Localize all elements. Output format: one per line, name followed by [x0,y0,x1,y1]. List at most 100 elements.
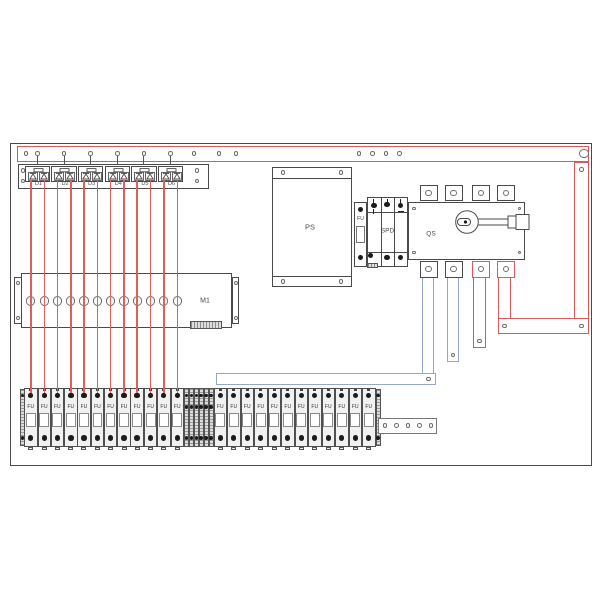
fuse-terminal-foot [108,447,114,450]
qs-terminal-hole [502,189,510,196]
fuse-terminal-foot [312,447,318,450]
busbar-hole [450,352,456,358]
ground-terminal-dot [189,405,193,409]
fuse-terminal-window [336,412,347,427]
end-cap-dot [20,436,25,440]
ground-terminal-dot [184,436,189,440]
qs-busbar-blue-2 [446,277,460,362]
controller-pin-header [190,320,222,329]
fuse-terminal-window [132,412,143,427]
fuse-terminal-foot [174,447,180,450]
diode-module-label: D2 [61,181,69,188]
diode-module-label: D6 [167,181,176,188]
spd-bottom-terminal-dot [397,254,404,261]
ground-terminal-dot [184,405,189,409]
bus-tap-hole [141,151,147,156]
string-wire-red [96,180,99,395]
spd-terminal-stem [373,198,375,203]
fuse-terminal-bottom-dot [271,435,277,441]
fuse-terminal-top-dot [81,392,87,398]
qs-terminal-hole [425,189,432,196]
fuse-terminal-top-dot [298,392,304,398]
qs-terminal-hole [450,189,457,196]
fuse-module-window [355,225,366,243]
bus-bolt-hole [579,148,589,159]
fuse-terminal-foot [54,447,60,450]
fuse-terminal-label: FU [173,403,181,410]
spd-bottom-line [367,252,408,253]
fuse-terminal-foot [134,447,140,450]
fuse-terminal-foot [285,447,291,450]
fuse-terminal-bottom-dot [312,435,318,441]
fuse-terminal-bottom-dot [54,435,61,441]
ground-terminal-dot [199,393,203,397]
spd-top-terminal-dot [397,202,404,209]
fuse-terminal-label: FU [67,403,75,410]
aux-terminal-hole [382,423,388,429]
fuse-terminal-foot [148,447,154,450]
fuse-terminal-top-dot [352,392,358,398]
fuse-terminal-bottom-dot [258,435,264,441]
diode-strip-hole [20,168,26,173]
string-wire-red [123,180,125,395]
ground-terminal-column [188,388,194,447]
fuse-terminal-top-tick [272,388,276,391]
fuse-terminal-window [52,412,63,427]
fuse-terminal-window [145,412,156,427]
fuse-terminal-label: FU [94,403,101,410]
fuse-terminal-window [282,412,293,427]
fuse-terminal-window [79,412,89,427]
qs-terminal-hole [477,266,485,273]
fuse-terminal-bottom-dot [41,435,47,441]
ground-terminal-dot [189,436,193,440]
aux-terminal-hole [417,423,422,429]
end-cap-dot [20,393,25,397]
power-supply-ps [272,167,352,287]
fuse-module-bottom-dot [357,254,364,261]
fuse-terminal-foot [258,447,264,450]
fuse-terminal-label: FU [270,403,278,410]
bus-mounting-hole [383,151,389,156]
diode-module [24,166,51,182]
bus-tap-line [37,155,38,166]
ground-terminal-dot [209,436,213,440]
fuse-terminal-window [242,412,253,427]
fuse-terminal-window [65,412,76,427]
string-wire-red [43,180,45,395]
diode-module-label: D1 [34,181,43,188]
strip-end-cap [375,389,381,446]
fuse-terminal-bottom-dot [107,435,114,441]
aux-terminal-hole [394,423,399,429]
fuse-terminal-top-dot [68,392,74,398]
fuse-terminal-window [296,412,307,427]
string-wire-red [83,180,85,395]
fuse-terminal-window [158,412,169,427]
ground-terminal-dot [194,393,198,397]
string-wire-red [149,180,152,395]
fuse-module-top-dot [357,206,364,213]
ground-terminal-dot [204,405,208,409]
fuse-terminal-top-dot [134,392,140,398]
ground-terminal-dot [209,405,213,409]
fuse-terminal-bottom-dot [366,435,372,441]
fuse-terminal-top-tick [286,388,290,391]
fuse-terminal-foot [244,447,250,450]
fuse-terminal-foot [339,447,345,450]
fuse-terminal-window [215,412,226,427]
spd-arrow-line [373,208,375,214]
qs-corner-hole [517,250,522,255]
bus-tap-hole [115,151,120,156]
diode-strip-hole [194,178,200,184]
busbar-hole [502,323,507,329]
ps-mounting-hole [280,170,286,175]
string-wire-red [56,180,59,395]
fuse-terminal-label: FU [133,403,141,410]
fuse-terminal-bottom-dot [352,435,358,441]
controller-ear-hole [15,281,20,285]
ground-terminal-dot [204,393,208,397]
fuse-terminal-label: FU [120,403,128,410]
spd-bottom-terminal-dot [368,253,374,258]
fuse-terminal-foot [81,447,87,450]
fuse-terminal-label: FU [365,403,373,410]
qs-terminal-hole [477,189,485,196]
